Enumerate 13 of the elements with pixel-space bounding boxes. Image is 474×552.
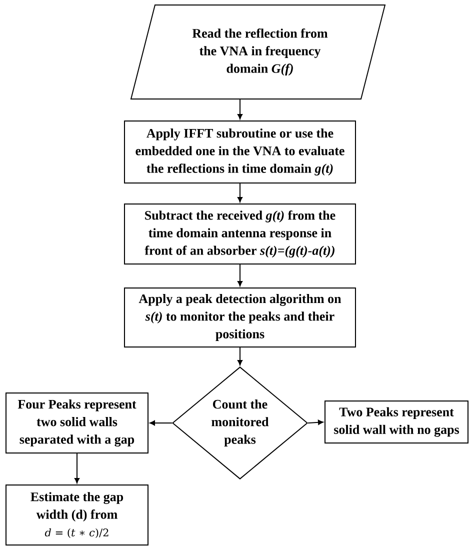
process-box: Apply IFFT subroutine or use the embedded one in the VNA to evaluate the reflections in time domain g(t) (124, 120, 356, 184)
arrow (237, 98, 243, 120)
arrow (308, 420, 324, 425)
process-box: Two Peaks represent solid wall with no gaps (324, 400, 468, 444)
arrow (150, 420, 172, 426)
arrow (237, 183, 243, 202)
process-box: Estimate the gap width (d) from d = (t ∗ c)/2 (6, 484, 148, 546)
process-box: Apply a peak detection algorithm on s(t) to monitor the peaks and their positions (124, 288, 356, 348)
arrow (237, 347, 243, 366)
arrow (237, 264, 243, 286)
process-box: Four Peaks represent two solid walls separated with a gap (6, 392, 148, 454)
process-box: Subtract the received g(t) from the time domain antenna response in front of an absorber s(t)=(g(t)-a(t)) (124, 204, 356, 264)
arrow (74, 453, 80, 484)
